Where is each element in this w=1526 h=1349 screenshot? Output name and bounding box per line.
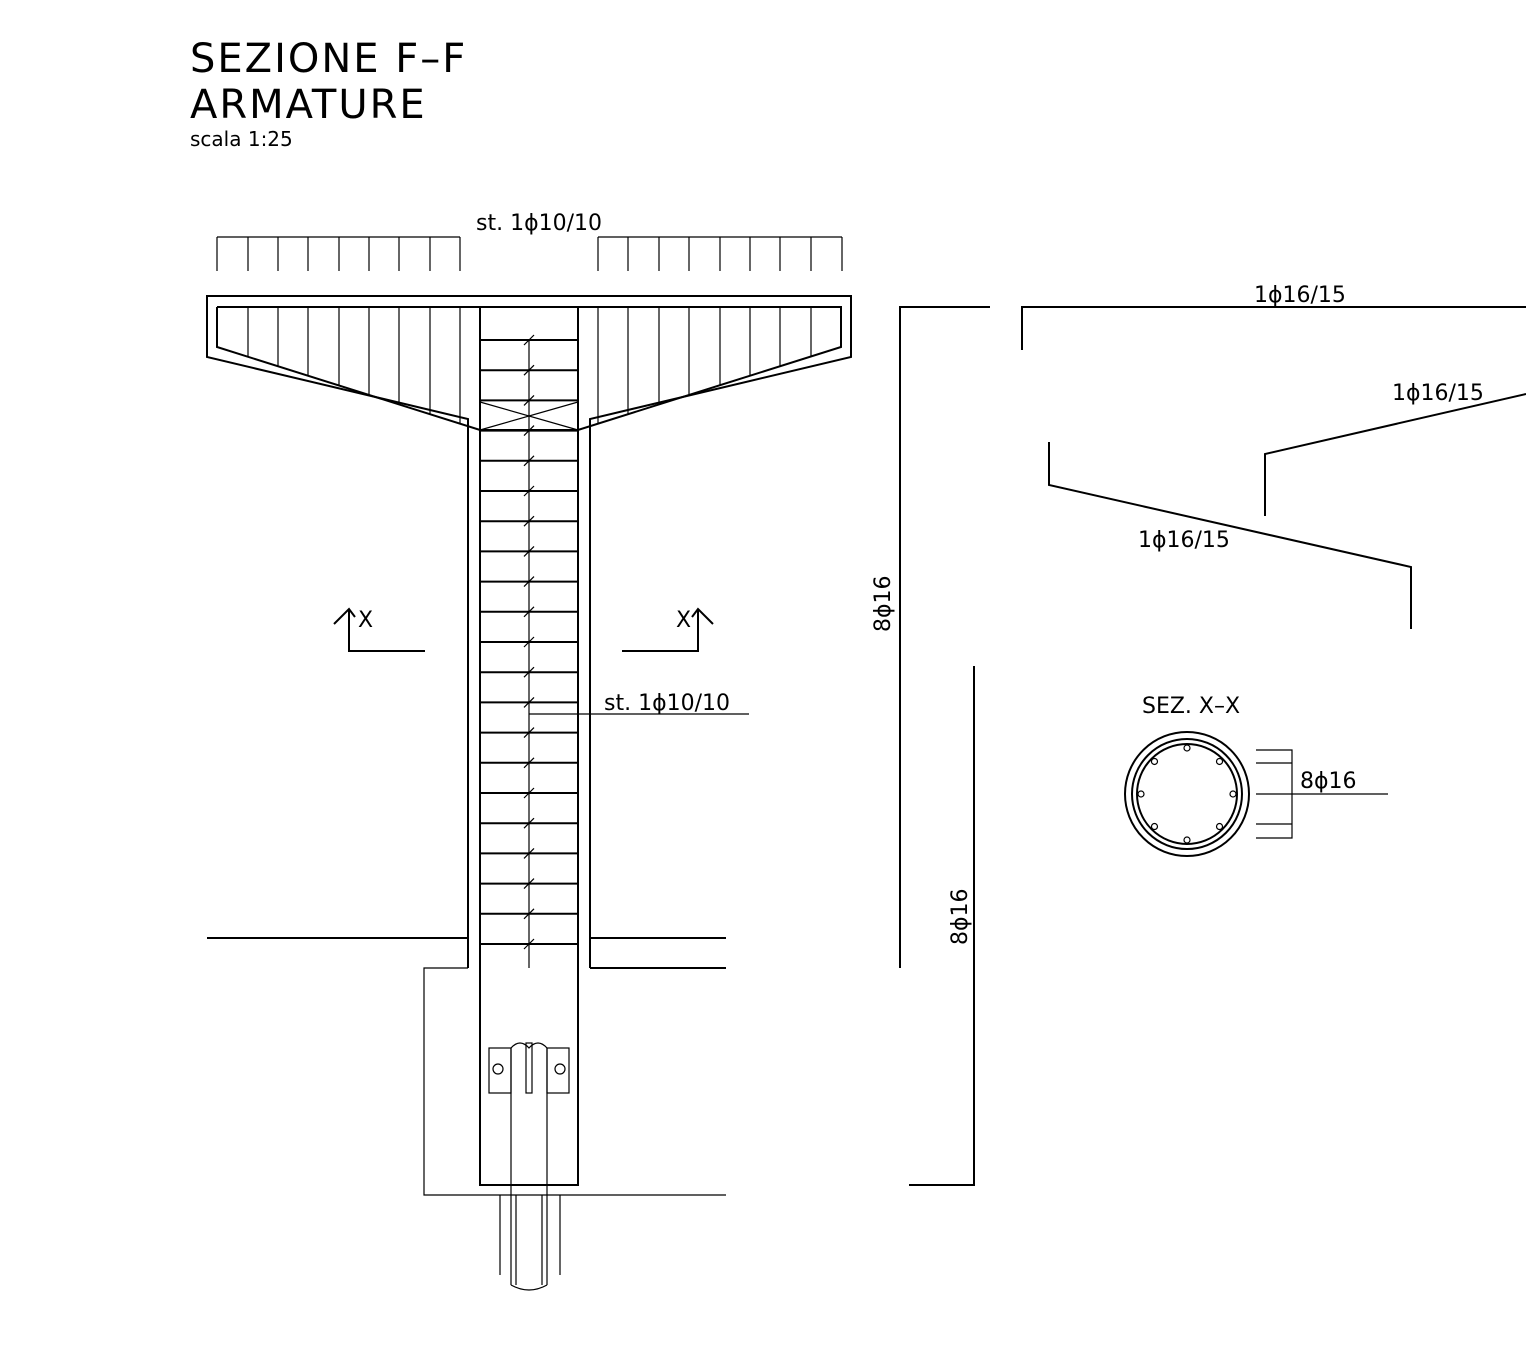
bars-vertical-1-label: 8ϕ16 [871, 575, 896, 632]
bar-inclined-2-label: 1ϕ16/15 [1138, 528, 1230, 553]
bars-vertical-2-label: 8ϕ16 [948, 888, 973, 945]
bar-top: 1ϕ16/15 [1021, 283, 1526, 350]
section-xx: SEZ. X–X 8ϕ16 [1124, 694, 1388, 857]
rebar-dot [1215, 822, 1224, 831]
stirrups-stem-label: st. 1ϕ10/10 [604, 691, 730, 716]
stirrups-top-label: st. 1ϕ10/10 [476, 211, 602, 236]
section-marker-left-label: X [358, 608, 373, 633]
section-xx-bars-label: 8ϕ16 [1300, 769, 1357, 794]
rebar-dot [1215, 757, 1224, 766]
title-block: SEZIONE F–F ARMATURE scala 1:25 [190, 36, 467, 151]
bar-inclined-1: 1ϕ16/15 [1264, 381, 1526, 516]
bar-inclined-2: 1ϕ16/15 [1048, 442, 1412, 629]
base-sleeve [488, 1042, 570, 1291]
rebar-dot [1137, 790, 1145, 798]
drawing-title: SEZIONE F–F [190, 36, 467, 82]
section-marker-right-label: X [676, 608, 691, 633]
top-stirrup-comb: st. 1ϕ10/10 [216, 211, 843, 271]
bar-inclined-1-label: 1ϕ16/15 [1392, 381, 1484, 406]
rebar-dot [1150, 822, 1159, 831]
bar-vertical-2: 8ϕ16 [909, 666, 975, 1186]
drawing-subtitle: ARMATURE [190, 82, 427, 128]
stem-reinforcement: st. 1ϕ10/10 [479, 306, 749, 1186]
section-marker-right: X [622, 607, 714, 652]
rebar-dot [1150, 757, 1159, 766]
bar-top-label: 1ϕ16/15 [1254, 283, 1346, 308]
section-marker-left: X [333, 607, 425, 652]
drawing-scale: scala 1:25 [190, 127, 293, 151]
concrete-outline [206, 295, 852, 1196]
rebar-dot [1229, 790, 1237, 798]
rebar-dot [1183, 836, 1191, 844]
bar-vertical-1: 8ϕ16 [871, 306, 990, 968]
section-xx-title: SEZ. X–X [1142, 694, 1240, 719]
rebar-dot [1183, 744, 1191, 752]
